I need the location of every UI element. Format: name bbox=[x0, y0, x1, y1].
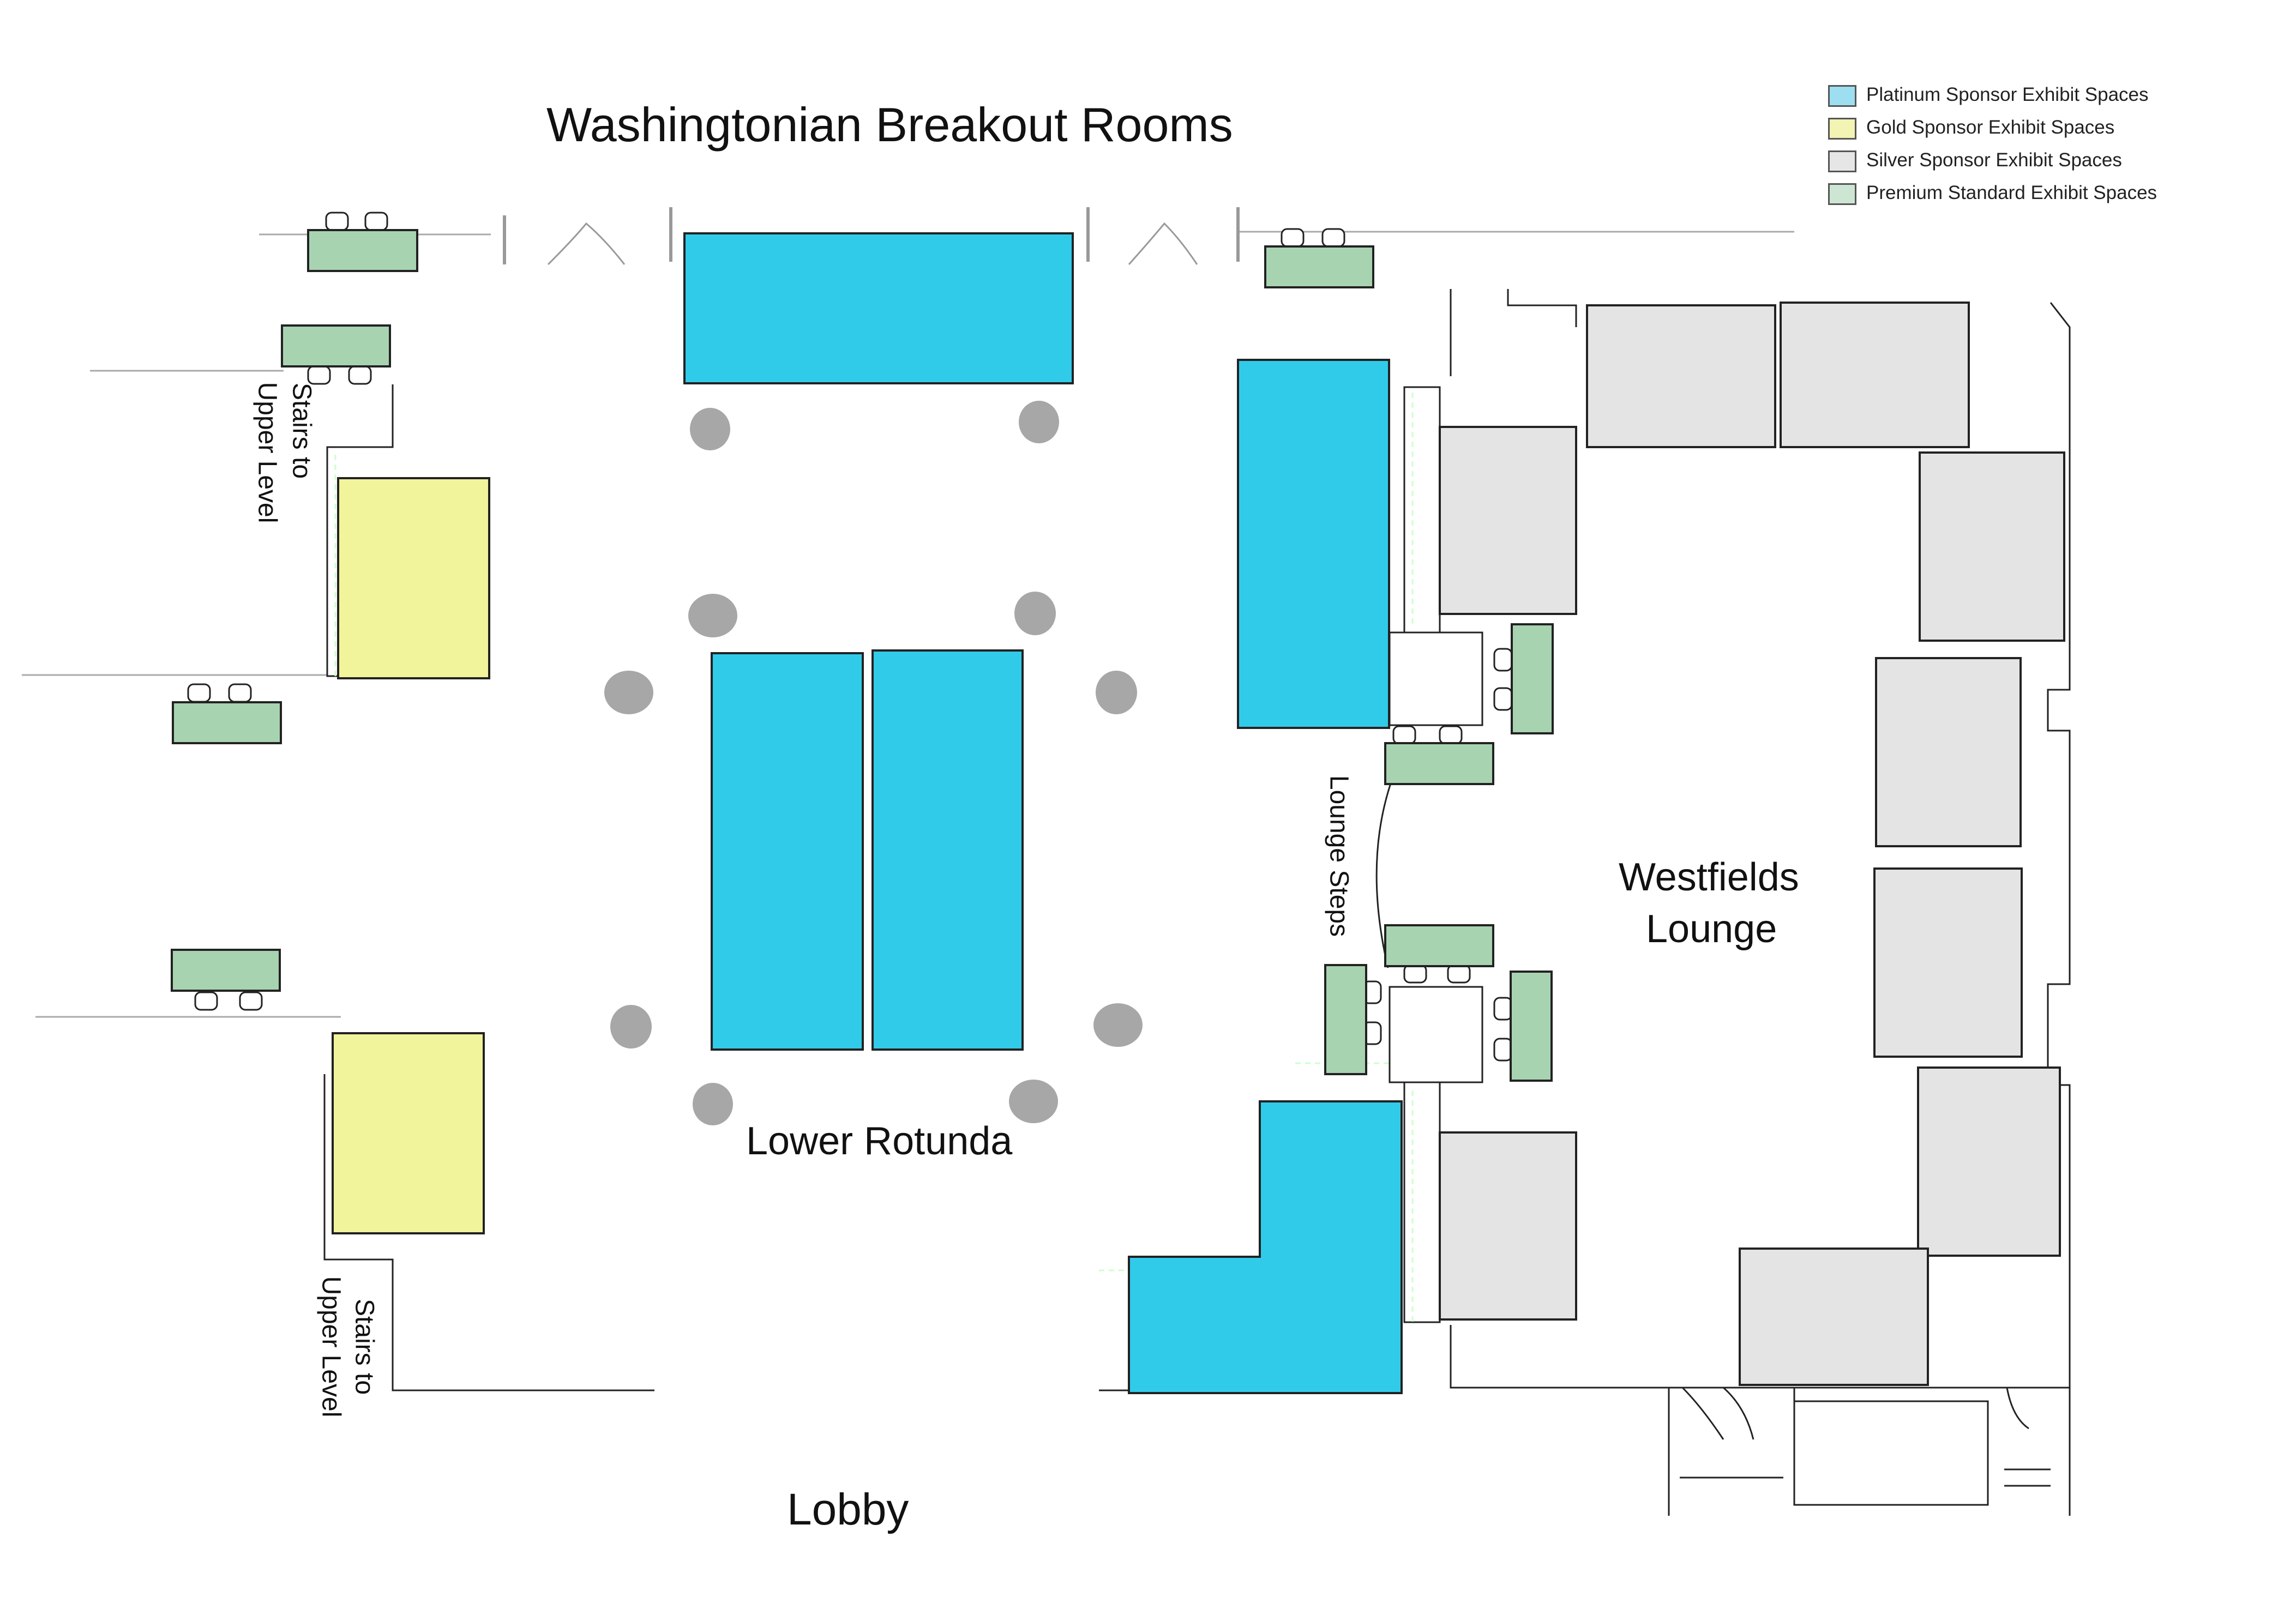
gold-swatch bbox=[1828, 118, 1856, 140]
legend-label: Silver Sponsor Exhibit Spaces bbox=[1866, 149, 2122, 171]
chairs bbox=[187, 212, 1513, 1062]
westfields-label-line1: Westfields bbox=[1619, 855, 1799, 899]
premium-swatch bbox=[1828, 183, 1856, 205]
legend-label: Premium Standard Exhibit Spaces bbox=[1866, 182, 2157, 203]
silver-booth[interactable] bbox=[1873, 867, 2023, 1058]
silver-booth[interactable] bbox=[1917, 1066, 2061, 1257]
gold-booths bbox=[332, 477, 490, 1234]
platinum-swatch bbox=[1828, 85, 1856, 107]
premium-booth[interactable] bbox=[1324, 964, 1367, 1075]
platinum-booth[interactable] bbox=[711, 652, 864, 1051]
silver-booth[interactable] bbox=[1739, 1248, 1929, 1386]
platinum-booth-l-shape[interactable] bbox=[1128, 1100, 1403, 1394]
westfields-label-line2: Lounge bbox=[1646, 907, 1777, 951]
premium-booth[interactable] bbox=[1264, 245, 1374, 288]
legend-label: Gold Sponsor Exhibit Spaces bbox=[1866, 117, 2115, 138]
legend-label: Platinum Sponsor Exhibit Spaces bbox=[1866, 84, 2149, 105]
silver-booth[interactable] bbox=[1919, 451, 2065, 642]
stairs-bottom-label-line1: Stairs to bbox=[350, 1298, 379, 1395]
platinum-booth[interactable] bbox=[1237, 359, 1390, 729]
map-title: Washingtonian Breakout Rooms bbox=[546, 98, 1233, 152]
premium-booth[interactable] bbox=[307, 229, 418, 272]
platinum-booth[interactable] bbox=[683, 232, 1074, 384]
premium-booth[interactable] bbox=[171, 949, 281, 992]
premium-booth[interactable] bbox=[1511, 623, 1554, 734]
premium-booth[interactable] bbox=[1384, 924, 1494, 967]
stairs-top-label-line1: Stairs to bbox=[287, 382, 316, 479]
premium-booth[interactable] bbox=[1384, 742, 1494, 785]
silver-booth[interactable] bbox=[1439, 426, 1577, 615]
silver-swatch bbox=[1828, 150, 1856, 172]
stairs-top-label-line2: Upper Level bbox=[253, 382, 282, 523]
silver-booth[interactable] bbox=[1780, 302, 1970, 448]
columns bbox=[604, 401, 1143, 1125]
stairs-bottom-label-line2: Upper Level bbox=[316, 1276, 346, 1418]
premium-booths bbox=[171, 229, 1554, 1082]
gold-booth[interactable] bbox=[332, 1032, 485, 1234]
silver-booths bbox=[1439, 302, 2065, 1386]
silver-booth[interactable] bbox=[1439, 1131, 1577, 1321]
lounge-tables bbox=[1389, 631, 1483, 1083]
lower-rotunda-label: Lower Rotunda bbox=[746, 1119, 1013, 1163]
premium-booth[interactable] bbox=[1510, 971, 1553, 1082]
lobby-label: Lobby bbox=[787, 1485, 909, 1534]
platinum-booth[interactable] bbox=[871, 649, 1024, 1051]
gold-booth[interactable] bbox=[337, 477, 490, 679]
silver-booth[interactable] bbox=[1586, 304, 1776, 448]
silver-booth[interactable] bbox=[1875, 657, 2022, 847]
lounge-steps-label: Lounge Steps bbox=[1324, 775, 1354, 937]
walls bbox=[22, 207, 2071, 1516]
premium-booth[interactable] bbox=[281, 324, 391, 367]
premium-booth[interactable] bbox=[172, 701, 282, 744]
platinum-booths bbox=[683, 232, 1403, 1394]
